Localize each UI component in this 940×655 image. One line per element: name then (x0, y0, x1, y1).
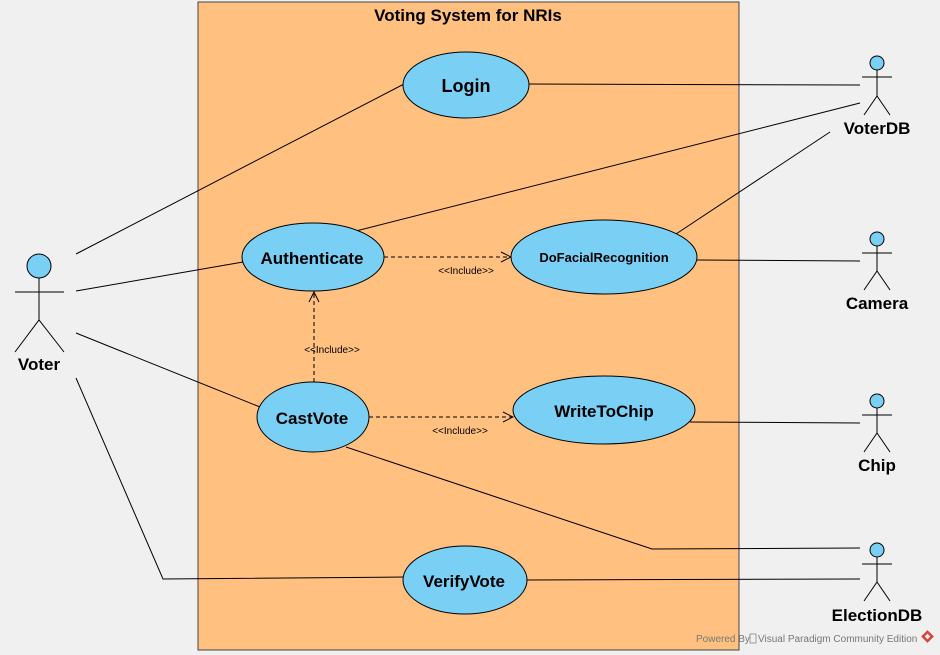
usecase-authenticate[interactable]: Authenticate (241, 222, 385, 292)
actor-electiondb-label: ElectionDB (832, 606, 923, 625)
actor-electiondb-legs (863, 581, 891, 602)
system-title: Voting System for NRIs (374, 6, 562, 25)
assoc-voter-verifyvote (75, 377, 406, 580)
usecase-writetochip-label: WriteToChip (554, 402, 653, 421)
actor-camera-legs (863, 270, 891, 291)
assoc-login-voterdb (528, 83, 861, 86)
usecase-castvote-shape[interactable] (256, 381, 370, 453)
actor-camera[interactable] (862, 231, 892, 291)
usecase-castvote[interactable]: CastVote (256, 381, 370, 453)
actor-voterdb-head (869, 55, 885, 71)
include-dependencies (314, 257, 513, 417)
actor-voterdb-legs (863, 95, 891, 116)
include-label-cast-auth: <<Include>> (304, 345, 360, 356)
usecase-writetochip-shape[interactable] (512, 375, 696, 445)
footer-edition: Visual Paradigm Community Edition (758, 634, 917, 645)
footer-glyph-icon (749, 633, 757, 644)
actor-chip-label: Chip (858, 456, 896, 475)
associations (75, 83, 861, 581)
usecase-castvote-label: CastVote (276, 409, 348, 428)
actor-voter-head (26, 253, 52, 279)
assoc-verifyvote-electiondb (526, 578, 861, 581)
usecase-login[interactable]: Login (402, 51, 530, 119)
actor-voterdb-label: VoterDB (844, 119, 911, 138)
actor-voter-legs (14, 319, 65, 353)
actor-voter-label: Voter (18, 355, 61, 374)
actor-electiondb-head (869, 542, 885, 558)
usecase-verifyvote-shape[interactable] (402, 545, 528, 615)
footer-powered-by: Powered By (696, 634, 750, 645)
include-label-cast-chip: <<Include>> (432, 426, 488, 437)
usecase-dofacialrecognition-label: DoFacialRecognition (539, 250, 668, 265)
assoc-authenticate-voterdb (355, 102, 861, 232)
usecase-verifyvote[interactable]: VerifyVote (402, 545, 528, 615)
actor-chip-legs (863, 432, 891, 453)
visual-paradigm-logo-icon (921, 630, 934, 643)
usecase-dofacialrecognition-shape[interactable] (510, 219, 698, 295)
usecase-writetochip[interactable]: WriteToChip (512, 375, 696, 445)
assoc-facial-camera (696, 259, 861, 262)
include-label-auth-facial: <<Include>> (438, 266, 494, 277)
assoc-facial-voterdb (675, 131, 831, 235)
usecase-login-shape[interactable] (402, 51, 530, 119)
usecase-authenticate-shape[interactable] (241, 222, 385, 292)
actor-chip-head (869, 393, 885, 409)
usecase-login-label: Login (442, 76, 491, 96)
usecase-authenticate-label: Authenticate (261, 249, 364, 268)
usecase-dofacialrecognition[interactable]: DoFacialRecognition (510, 219, 698, 295)
assoc-voter-authenticate (75, 261, 244, 292)
assoc-writetochip-chip (689, 421, 861, 424)
actor-chip[interactable] (862, 393, 892, 453)
usecase-verifyvote-label: VerifyVote (423, 572, 505, 591)
assoc-voter-login (75, 83, 405, 255)
actor-voter[interactable] (14, 253, 65, 353)
actor-camera-head (869, 231, 885, 247)
actor-electiondb[interactable] (862, 542, 892, 602)
assoc-voter-castvote (75, 332, 261, 408)
assoc-castvote-electiondb (345, 446, 861, 550)
actor-voterdb[interactable] (862, 55, 892, 116)
actor-camera-label: Camera (846, 294, 909, 313)
